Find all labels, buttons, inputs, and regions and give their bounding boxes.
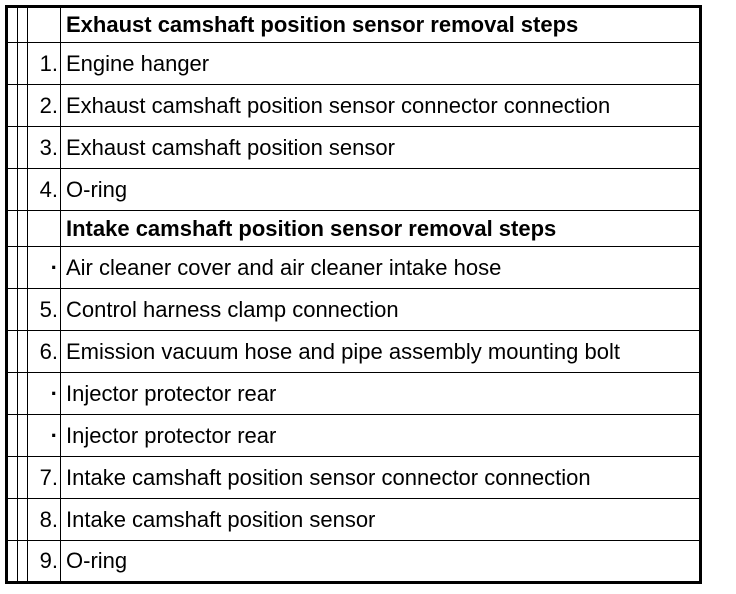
table-row: 9. O-ring bbox=[6, 540, 701, 583]
step-text: Intake camshaft position sensor bbox=[60, 498, 701, 541]
table-row: 3. Exhaust camshaft position sensor bbox=[6, 126, 701, 169]
table-row: 5. Control harness clamp connection bbox=[6, 288, 701, 331]
step-number: 6. bbox=[27, 330, 61, 373]
step-text: Emission vacuum hose and pipe assembly m… bbox=[60, 330, 701, 373]
step-number: 9. bbox=[27, 540, 61, 583]
section-heading: Intake camshaft position sensor removal … bbox=[60, 210, 701, 247]
step-number: 3. bbox=[27, 126, 61, 169]
section-heading: Exhaust camshaft position sensor removal… bbox=[60, 6, 701, 43]
table-row: · Injector protector rear bbox=[6, 372, 701, 415]
table-row: 8. Intake camshaft position sensor bbox=[6, 498, 701, 541]
step-number: 5. bbox=[27, 288, 61, 331]
removal-steps-table: Exhaust camshaft position sensor removal… bbox=[5, 5, 702, 584]
table-row: 4. O-ring bbox=[6, 168, 701, 211]
step-number: 1. bbox=[27, 42, 61, 85]
table-row: 1. Engine hanger bbox=[6, 42, 701, 85]
section-header-intake: Intake camshaft position sensor removal … bbox=[6, 210, 701, 247]
step-text: Exhaust camshaft position sensor bbox=[60, 126, 701, 169]
step-text: O-ring bbox=[60, 540, 701, 583]
step-text: Engine hanger bbox=[60, 42, 701, 85]
step-text: Air cleaner cover and air cleaner intake… bbox=[60, 246, 701, 289]
table-row: 7. Intake camshaft position sensor conne… bbox=[6, 456, 701, 499]
table-row: 2. Exhaust camshaft position sensor conn… bbox=[6, 84, 701, 127]
step-number: 7. bbox=[27, 456, 61, 499]
step-text: O-ring bbox=[60, 168, 701, 211]
step-text: Intake camshaft position sensor connecto… bbox=[60, 456, 701, 499]
step-number: 8. bbox=[27, 498, 61, 541]
step-text: Injector protector rear bbox=[60, 414, 701, 457]
table-row: · Air cleaner cover and air cleaner inta… bbox=[6, 246, 701, 289]
step-number: · bbox=[27, 372, 61, 415]
step-number: 2. bbox=[27, 84, 61, 127]
step-number: · bbox=[27, 414, 61, 457]
section-header-exhaust: Exhaust camshaft position sensor removal… bbox=[6, 6, 701, 43]
step-number: 4. bbox=[27, 168, 61, 211]
step-text: Injector protector rear bbox=[60, 372, 701, 415]
step-text: Exhaust camshaft position sensor connect… bbox=[60, 84, 701, 127]
table-row: · Injector protector rear bbox=[6, 414, 701, 457]
step-number: · bbox=[27, 246, 61, 289]
step-text: Control harness clamp connection bbox=[60, 288, 701, 331]
table-row: 6. Emission vacuum hose and pipe assembl… bbox=[6, 330, 701, 373]
